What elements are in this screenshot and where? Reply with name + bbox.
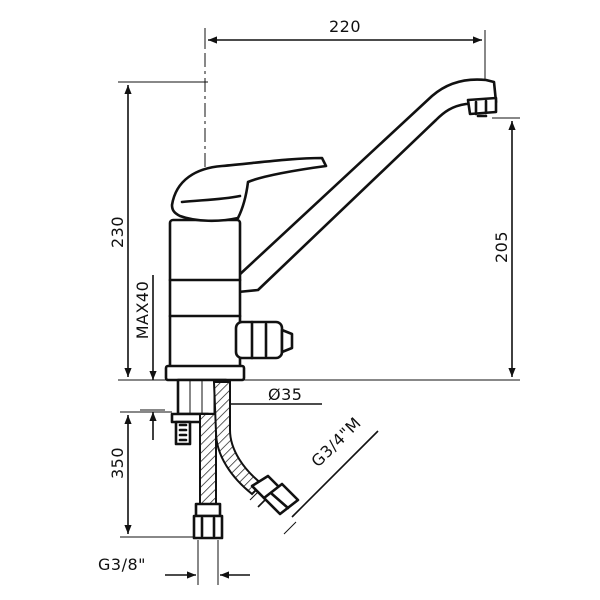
dimension-spout-reach: 220	[204, 17, 486, 82]
dimension-max-deck: MAX40	[133, 275, 165, 440]
curved-hose	[212, 381, 300, 516]
spout	[236, 78, 498, 294]
dim-spout-height-label: 205	[492, 231, 511, 263]
dim-max-deck-label: MAX40	[133, 281, 152, 340]
dim-spout-reach-label: 220	[329, 17, 361, 36]
aerator	[466, 96, 498, 118]
dim-hose-length-label: 350	[108, 447, 127, 479]
lever-handle	[170, 156, 328, 223]
straight-hose	[192, 413, 224, 540]
dim-inlet-thread-label: G3/4"M	[307, 413, 364, 470]
dimension-hose-thread: G3/8"	[98, 540, 250, 585]
dim-total-height-label: 230	[108, 216, 127, 248]
dimension-hose-length: 350	[108, 411, 198, 538]
base-flange	[164, 364, 246, 382]
dim-base-diameter-label: Ø35	[268, 385, 302, 404]
dimension-inlet-thread: G3/4"M	[249, 413, 379, 535]
side-connector	[234, 320, 294, 360]
dimension-spout-height: 205	[240, 117, 520, 381]
dim-hose-thread-label: G3/8"	[98, 555, 146, 574]
faucet-body	[168, 218, 242, 378]
